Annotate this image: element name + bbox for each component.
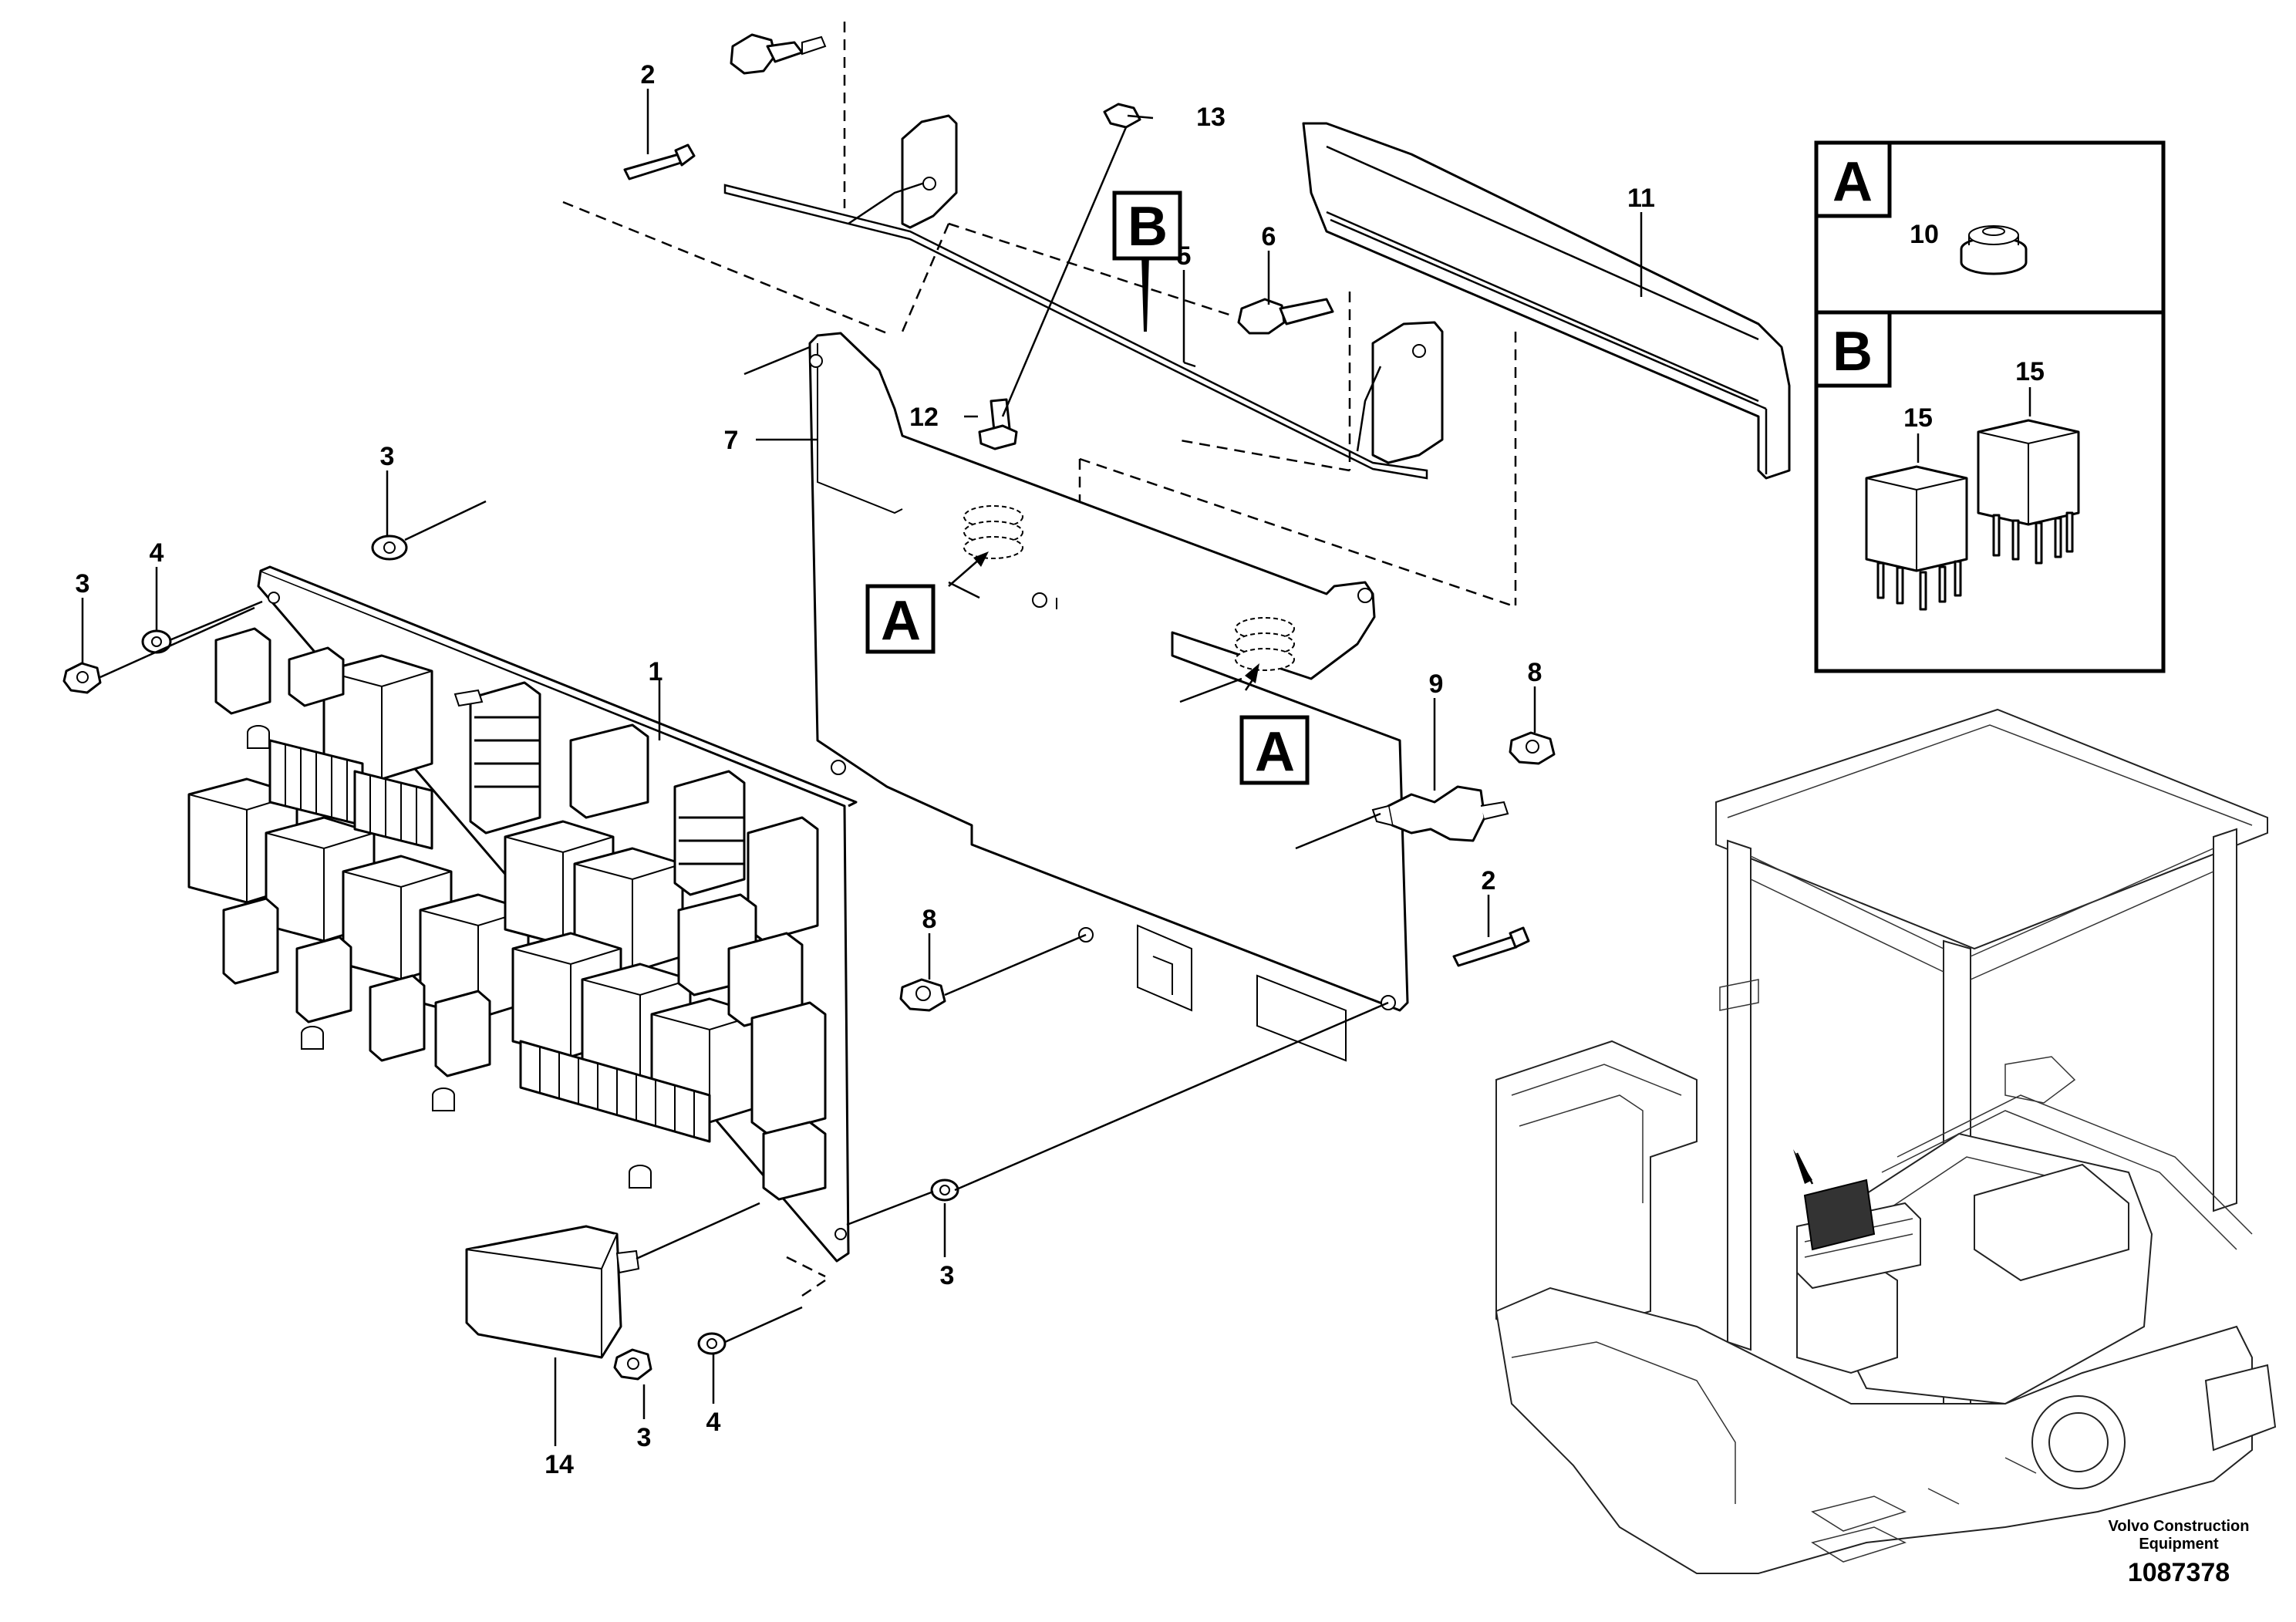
callout-4-bottom: 4 bbox=[706, 1408, 721, 1437]
callout-12: 12 bbox=[909, 403, 939, 432]
callout-3-top: 3 bbox=[380, 442, 395, 471]
nut-3-bottom bbox=[613, 1348, 652, 1381]
cover-strip bbox=[1302, 122, 1791, 480]
label-a-right: A bbox=[1255, 721, 1295, 783]
nut-13 bbox=[1103, 103, 1141, 129]
relay-15-front-detail bbox=[1865, 465, 1968, 611]
mounting-bracket bbox=[808, 332, 1409, 1062]
grommet-10-detail bbox=[1960, 225, 2028, 275]
callout-2-top: 2 bbox=[641, 60, 656, 89]
washer-4-bottom bbox=[697, 1332, 727, 1355]
callout-15-front: 15 bbox=[1903, 403, 1933, 433]
label-a-left-box bbox=[865, 584, 936, 654]
callout-4-left: 4 bbox=[150, 538, 164, 568]
callout-8-right: 8 bbox=[1528, 658, 1542, 687]
detail-b-header: B bbox=[1832, 321, 1873, 383]
relay-board-components bbox=[187, 627, 827, 1201]
callout-10: 10 bbox=[1910, 220, 1939, 249]
callout-2-right: 2 bbox=[1482, 866, 1496, 895]
callout-1: 1 bbox=[649, 657, 663, 686]
detail-reference-labels: A A B A B bbox=[865, 151, 1873, 785]
detail-panel bbox=[1814, 140, 2166, 673]
callout-3-left: 3 bbox=[76, 569, 90, 599]
nut-3-mid bbox=[930, 1179, 959, 1202]
callout-3-mid: 3 bbox=[940, 1261, 955, 1290]
label-b-box bbox=[1112, 191, 1182, 261]
callout-7: 7 bbox=[724, 426, 739, 455]
leader-lines bbox=[81, 89, 1959, 1446]
bolt-6 bbox=[1237, 298, 1334, 335]
relay-14 bbox=[465, 1202, 760, 1359]
bolt-2-top bbox=[623, 143, 696, 180]
callout-15-leaders bbox=[1917, 387, 2031, 463]
credit-line-1: Volvo Construction bbox=[2109, 1518, 2250, 1535]
nut-8-left bbox=[899, 978, 946, 1012]
callout-numbers: 1 2 2 3 3 3 3 4 4 5 6 7 8 8 9 10 11 12 1… bbox=[76, 60, 2045, 1479]
label-a-left: A bbox=[881, 590, 921, 652]
callout-14: 14 bbox=[544, 1450, 574, 1479]
callout-8-left: 8 bbox=[922, 905, 937, 934]
wheel-loader-overview bbox=[1495, 708, 2277, 1574]
callout-6: 6 bbox=[1262, 222, 1276, 251]
callout-15-back: 15 bbox=[2015, 357, 2045, 386]
credit-line-2: Equipment bbox=[2139, 1536, 2219, 1553]
grommet-9 bbox=[1371, 785, 1509, 842]
callout-9: 9 bbox=[1429, 669, 1444, 699]
relay-15-back-detail bbox=[1977, 419, 2080, 565]
doc-number: 1087378 bbox=[2128, 1558, 2230, 1587]
callout-3-bottom: 3 bbox=[637, 1423, 652, 1452]
callout-11: 11 bbox=[1627, 184, 1655, 213]
callout-13: 13 bbox=[1196, 103, 1226, 132]
label-a-right-box bbox=[1239, 715, 1310, 785]
bolt-top bbox=[730, 33, 827, 75]
assembly-dash-lines bbox=[562, 22, 1517, 1297]
detail-pointers bbox=[948, 255, 1259, 691]
nut-3-top bbox=[371, 534, 408, 561]
publisher-credit: Volvo Construction Equipment 1087378 bbox=[2109, 1518, 2250, 1587]
label-b: B bbox=[1128, 196, 1168, 258]
upper-rail-bracket bbox=[723, 114, 1444, 480]
bolt-2-right bbox=[1452, 926, 1530, 967]
washer-4-left bbox=[141, 629, 172, 654]
nut-3-left bbox=[62, 662, 102, 694]
nut-8-right bbox=[1509, 731, 1556, 765]
detail-a-header: A bbox=[1832, 151, 1873, 213]
screw-12 bbox=[978, 398, 1018, 450]
